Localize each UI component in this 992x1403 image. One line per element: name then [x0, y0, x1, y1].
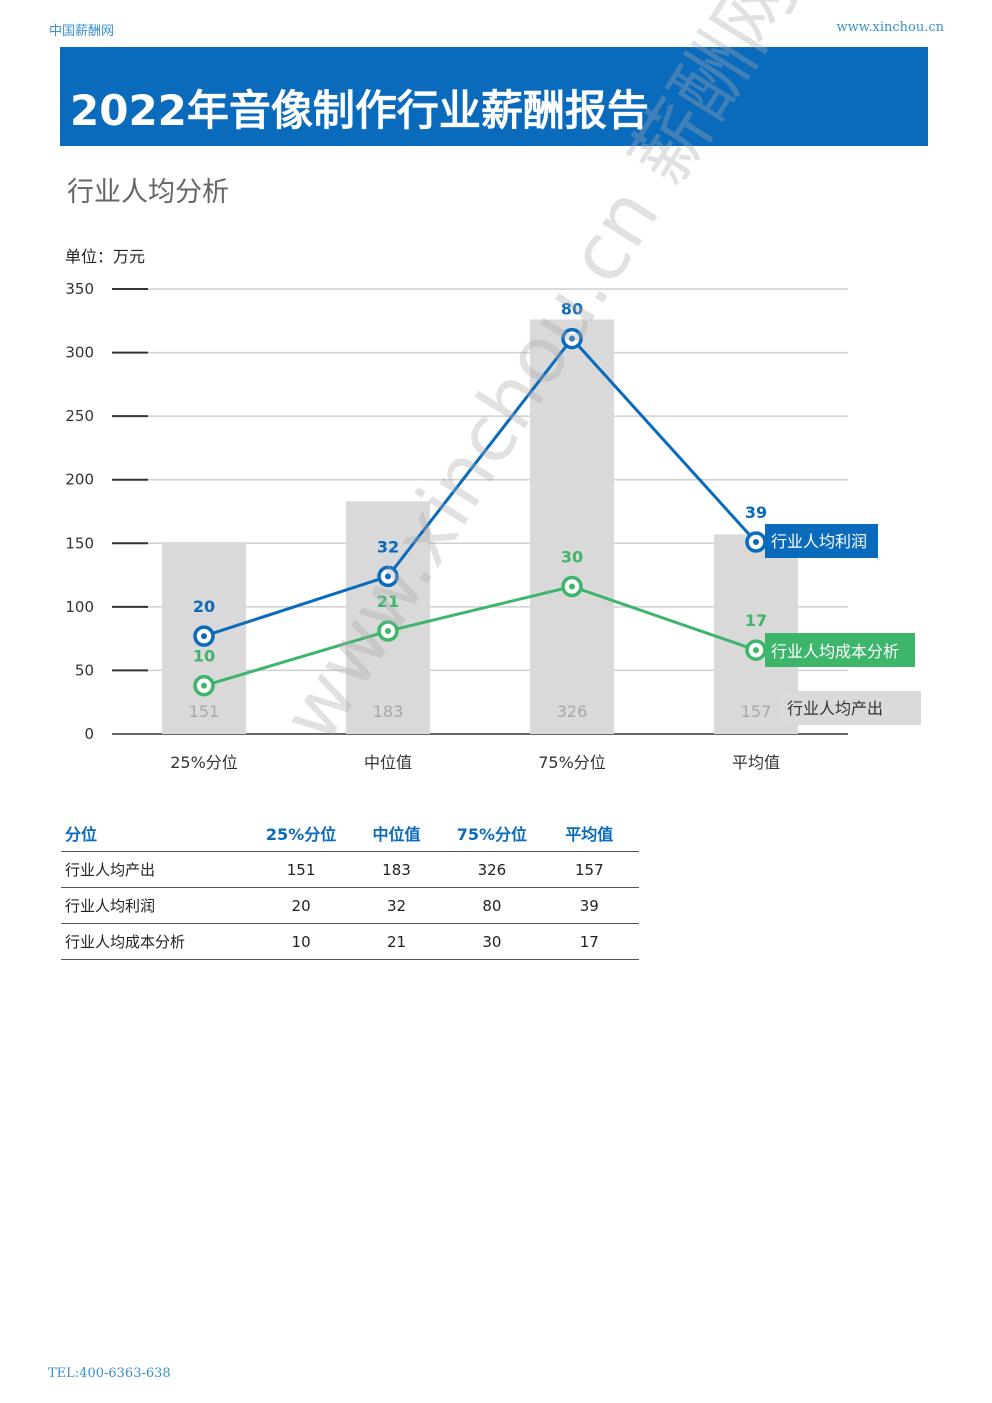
table-cell: 39 — [539, 887, 639, 924]
data-label: 39 — [745, 503, 767, 522]
y-tick-label: 250 — [65, 407, 94, 425]
y-tick-label: 350 — [65, 280, 94, 298]
data-table: 分位 25%分位 中位值 75%分位 平均值 行业人均产出 151 183 32… — [61, 815, 639, 960]
data-point-center — [385, 573, 391, 580]
data-point-center — [569, 583, 575, 590]
table-header-cell: 平均值 — [539, 815, 639, 852]
site-name: 中国薪酬网 — [49, 24, 115, 39]
legend-tag — [765, 633, 915, 667]
y-tick-label: 200 — [65, 471, 94, 489]
unit-label: 单位：万元 — [65, 247, 146, 266]
data-label: 30 — [561, 548, 583, 567]
table-cell: 行业人均利润 — [61, 887, 254, 924]
series-line — [203, 584, 757, 688]
report-title: 2022年音像制作行业薪酬报告 — [70, 86, 649, 135]
table-cell: 80 — [444, 887, 540, 924]
line-layer — [193, 327, 767, 697]
title-banner: 2022年音像制作行业薪酬报告 — [60, 47, 928, 146]
table-cell: 17 — [539, 923, 639, 960]
data-point-center — [201, 682, 207, 689]
data-label: 10 — [193, 647, 215, 666]
table-header-cell: 中位值 — [348, 815, 445, 852]
data-label: 20 — [193, 597, 215, 616]
data-label: 17 — [745, 611, 767, 630]
x-tick-label: 25%分位 — [170, 753, 238, 772]
x-tick-label: 中位值 — [364, 753, 412, 772]
series-line — [203, 336, 758, 638]
x-tick-label: 75%分位 — [538, 753, 606, 772]
data-point-center — [385, 628, 391, 635]
y-tick-label: 0 — [84, 725, 94, 743]
table-row: 行业人均利润 20 32 80 39 — [61, 887, 639, 924]
data-label: 32 — [377, 537, 399, 556]
data-label: 80 — [561, 300, 583, 319]
table-cell: 30 — [444, 923, 540, 960]
y-tick-label: 100 — [65, 598, 94, 616]
footer-tel: TEL:400-6363-638 — [48, 1366, 171, 1381]
legend-tag — [765, 524, 878, 558]
table-cell: 10 — [253, 923, 349, 960]
data-label: 21 — [377, 592, 399, 611]
y-tick-label: 150 — [65, 534, 94, 552]
table-cell: 157 — [539, 851, 639, 888]
data-point-center — [201, 633, 207, 640]
data-point-center — [753, 647, 759, 654]
x-tick-label: 平均值 — [732, 753, 780, 772]
label-layer: 0 50 100 150 200 250 300 350 151 183 326 157 25%分位 中位… — [65, 280, 921, 772]
per-capita-chart: 0 50 100 150 200 250 300 350 151 183 326 157 25%分位 中位… — [65, 280, 921, 772]
section-title: 行业人均分析 — [67, 177, 229, 208]
legend-label: 行业人均利润 — [771, 532, 867, 551]
table-row: 行业人均产出 151 183 326 157 — [61, 851, 639, 888]
data-point-center — [569, 335, 575, 342]
table-cell: 行业人均成本分析 — [61, 923, 254, 960]
bar-value-label: 326 — [557, 702, 588, 721]
table-cell: 326 — [444, 851, 540, 888]
legend-tag — [780, 691, 921, 725]
table-cell: 183 — [348, 851, 445, 888]
bar-value-label: 183 — [373, 702, 404, 721]
table-row: 行业人均成本分析 10 21 30 17 — [61, 923, 639, 960]
table-cell: 21 — [348, 923, 445, 960]
bar — [530, 319, 614, 734]
table-header-cell: 分位 — [61, 815, 254, 852]
table-cell: 32 — [348, 887, 445, 924]
table-header-cell: 25%分位 — [253, 815, 349, 852]
table-header-row: 分位 25%分位 中位值 75%分位 平均值 — [61, 815, 639, 852]
bar-value-label: 151 — [189, 702, 220, 721]
bar-value-label: 157 — [741, 702, 772, 721]
site-url[interactable]: www.xinchou.cn — [836, 20, 944, 35]
y-tick-label: 50 — [75, 661, 94, 679]
legend-label: 行业人均成本分析 — [771, 642, 899, 661]
y-tick-label: 300 — [65, 344, 94, 362]
table-cell: 行业人均产出 — [61, 851, 254, 888]
bar-layer — [162, 319, 798, 734]
data-point-center — [753, 539, 759, 546]
legend-label: 行业人均产出 — [787, 699, 883, 718]
table-cell: 20 — [253, 887, 349, 924]
table-cell: 151 — [253, 851, 349, 888]
table-header-cell: 75%分位 — [444, 815, 540, 852]
